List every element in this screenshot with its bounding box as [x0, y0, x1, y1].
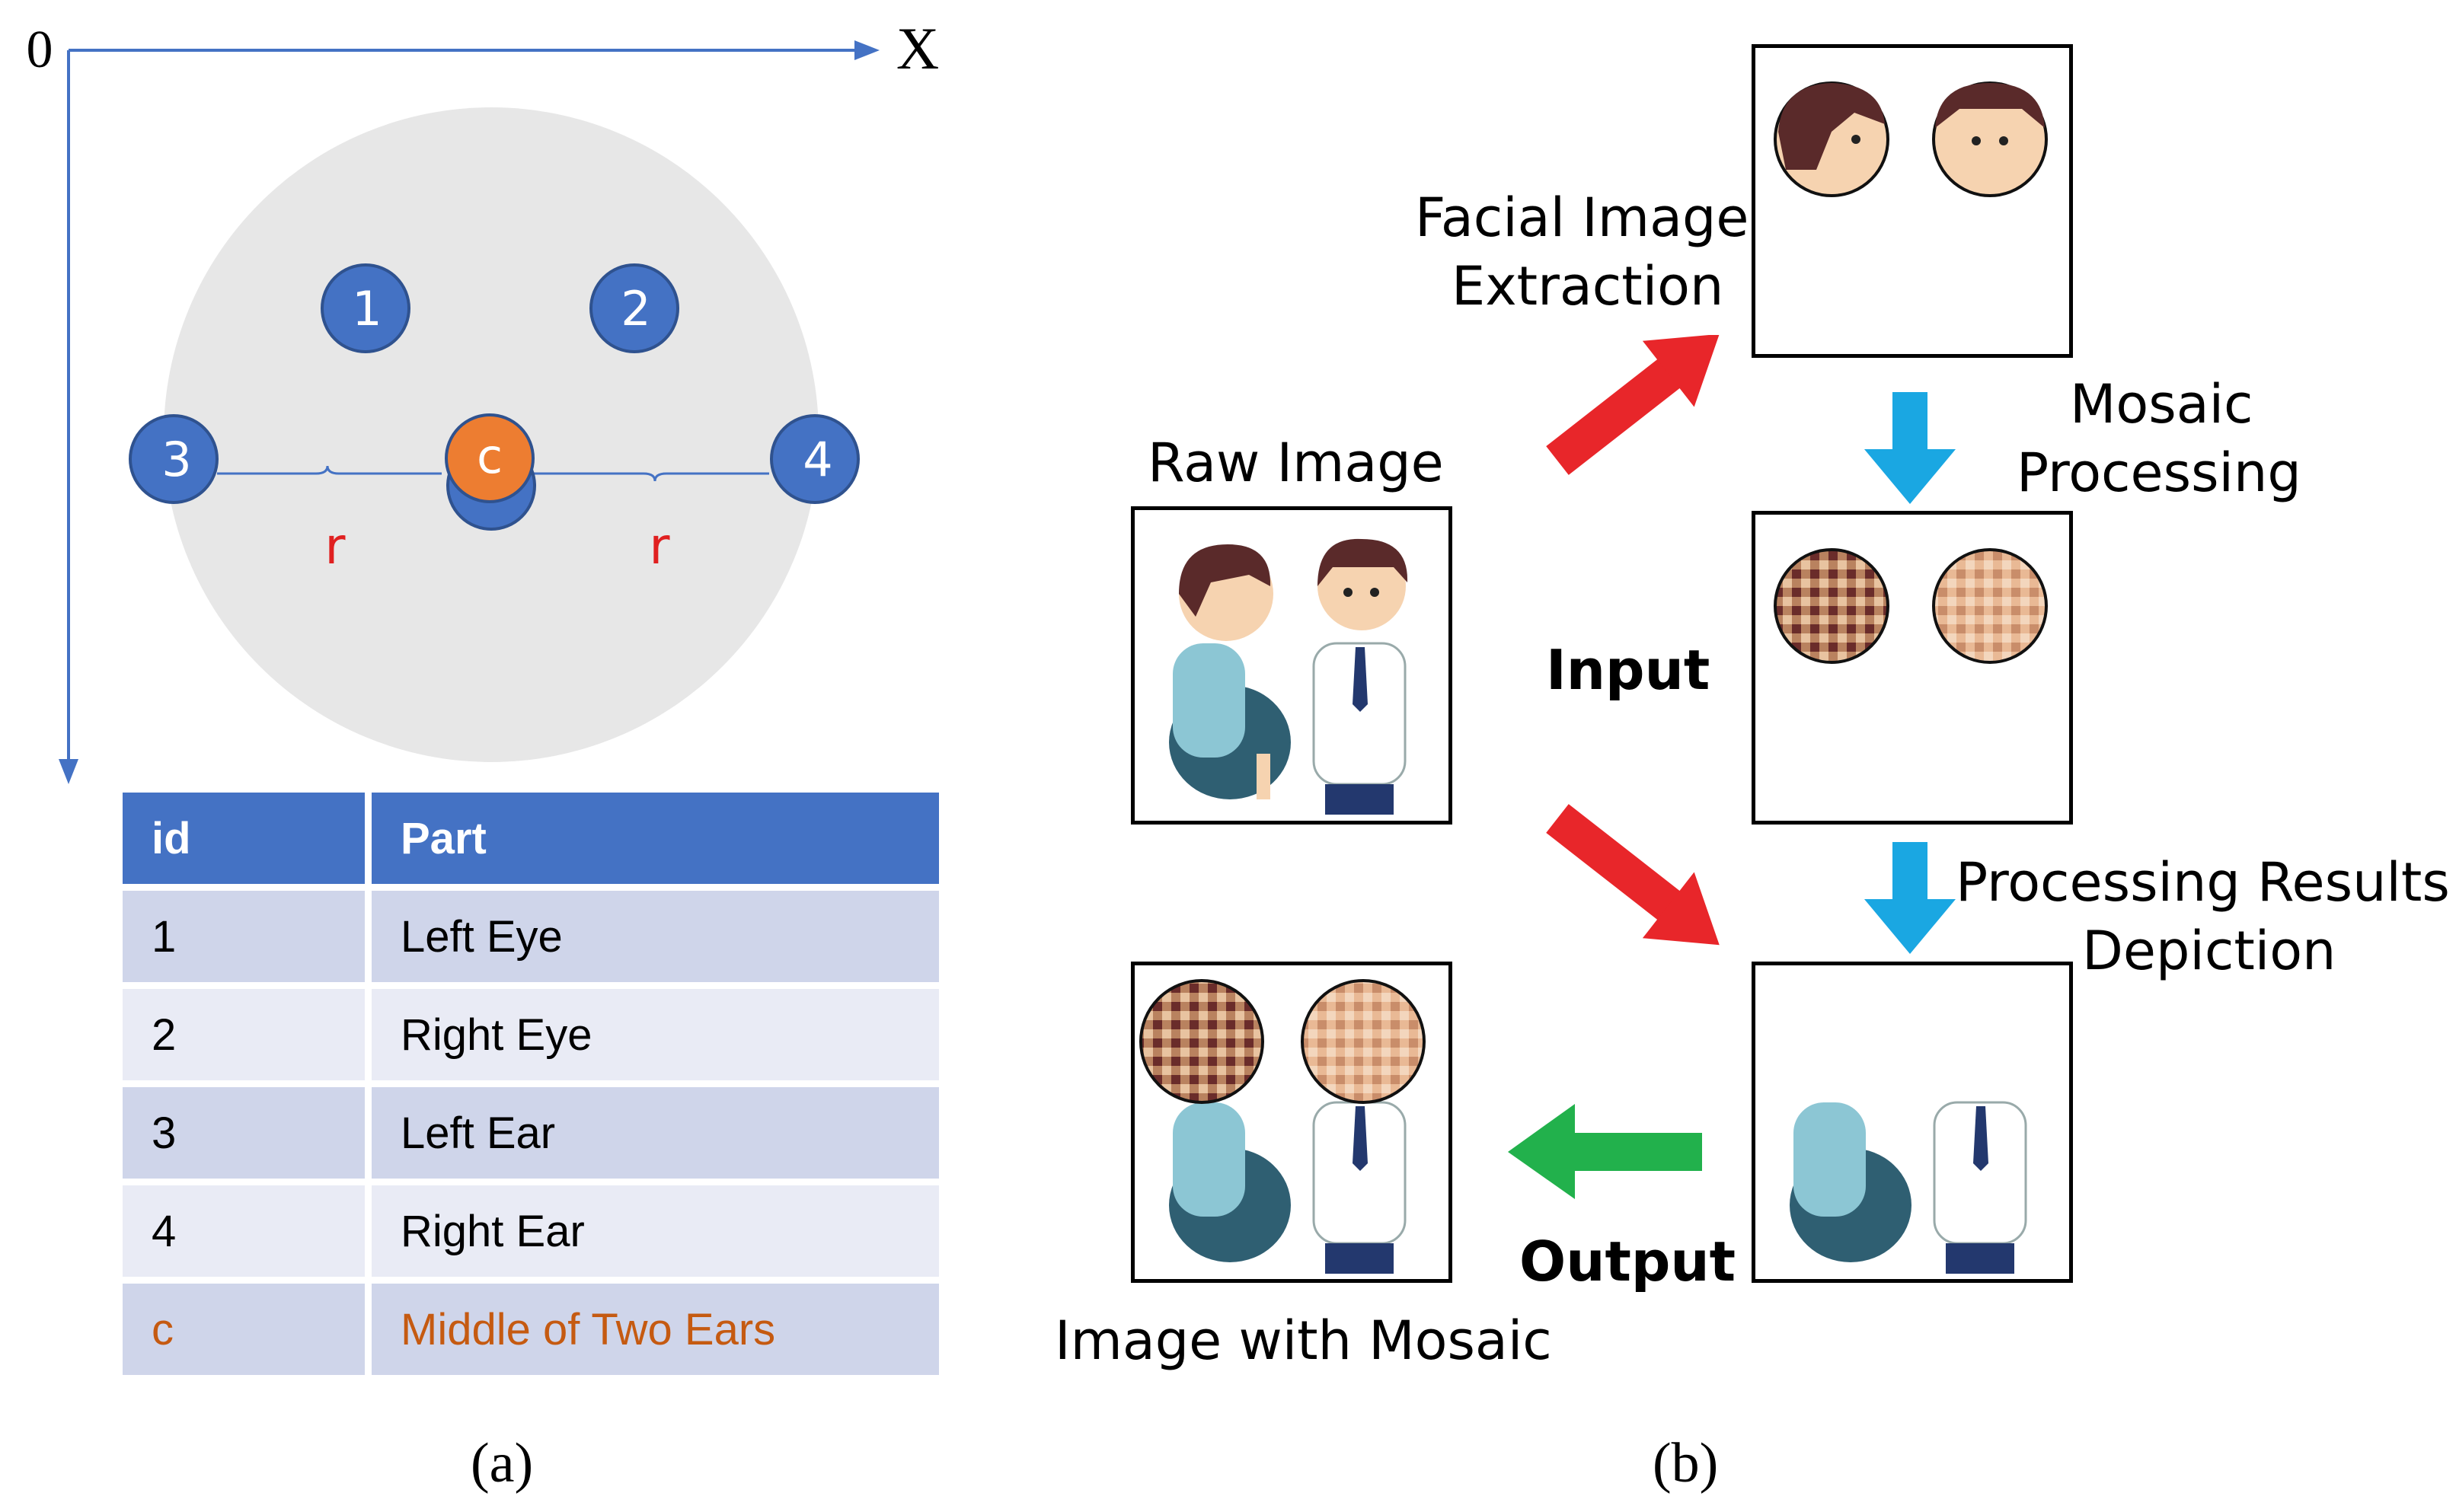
facial-extraction-box [1752, 44, 2073, 358]
radius-brace-right [533, 472, 769, 482]
mosaic-face-doctor [1932, 548, 2048, 664]
table-header-part: Part [372, 793, 939, 884]
point-c: c [445, 413, 535, 503]
coordinate-diagram: 0 X Y r r 1 2 3 c 4 [24, 15, 939, 792]
mosaic-result-box [1131, 962, 1452, 1283]
raw-image-illustration [1169, 538, 1408, 815]
raw-image-box [1131, 506, 1452, 825]
svg-text:4: 4 [803, 432, 832, 487]
svg-text:1: 1 [352, 281, 382, 337]
results-label-line2: Depiction [2082, 920, 2336, 982]
flow-arrows [1508, 335, 1956, 1199]
y-axis-arrowhead [59, 759, 78, 784]
results-label-line1: Processing Results [1956, 851, 2450, 914]
table-cell-id: c [123, 1284, 365, 1375]
facial-extraction-label-line1: Facial Image [1415, 187, 1749, 249]
axis-x-label: X [896, 15, 939, 81]
patient-figure [1169, 544, 1291, 799]
point-3: 3 [129, 414, 219, 504]
radius-brace-left [217, 465, 442, 475]
extracted-faces [1774, 81, 2048, 197]
svg-text:2: 2 [621, 281, 650, 337]
caption-b: (b) [1653, 1432, 1719, 1494]
radius-label-left: r [324, 517, 346, 576]
table-row: 1 Left Eye [123, 891, 939, 982]
x-axis-arrowhead [854, 40, 880, 60]
axis-origin-label: 0 [27, 21, 53, 79]
results-illustration [1790, 988, 2037, 1274]
cyan-arrow-mosaic-icon [1864, 392, 1956, 504]
mosaic-label-line1: Mosaic [2070, 373, 2253, 435]
table-cell-part: Right Ear [372, 1185, 939, 1277]
table-row: 4 Right Ear [123, 1185, 939, 1277]
face-patient-icon [1774, 81, 1889, 197]
table-cell-part: Left Eye [372, 891, 939, 982]
facial-extraction-label-line2: Extraction [1452, 255, 1724, 317]
mosaic-label-line2: Processing [2017, 442, 2301, 504]
caption-a: (a) [471, 1432, 534, 1494]
input-label: Input [1546, 638, 1710, 702]
green-arrow-output-icon [1508, 1104, 1702, 1199]
doctor-figure [1312, 538, 1408, 815]
face-doctor-icon [1932, 81, 2048, 197]
table-header-row: id Part [123, 793, 939, 884]
table-cell-part: Left Ear [372, 1087, 939, 1179]
red-arrow-down-icon [1546, 804, 1720, 946]
table-cell-id: 4 [123, 1185, 365, 1277]
red-arrow-up-icon [1546, 335, 1720, 475]
mosaic-result-illustration [1139, 979, 1426, 1274]
svg-text:3: 3 [161, 432, 191, 487]
mosaic-face-patient [1774, 548, 1889, 664]
table-cell-id: 2 [123, 989, 365, 1080]
table-row: c Middle of Two Ears [123, 1284, 939, 1375]
table-row: 2 Right Eye [123, 989, 939, 1080]
output-label: Output [1519, 1230, 1736, 1293]
cyan-arrow-results-icon [1864, 842, 1956, 954]
mosaic-faces [1774, 548, 2048, 664]
table-header-id: id [123, 793, 365, 884]
image-with-mosaic-label: Image with Mosaic [1055, 1309, 1552, 1372]
axis-y-label: Y [24, 779, 67, 792]
table-cell-part: Middle of Two Ears [372, 1284, 939, 1375]
mosaic-box [1752, 511, 2073, 825]
results-box [1752, 962, 2073, 1283]
point-4: 4 [770, 414, 860, 504]
table-cell-id: 1 [123, 891, 365, 982]
table-cell-id: 3 [123, 1087, 365, 1179]
radius-label-right: r [649, 517, 670, 576]
point-1: 1 [321, 263, 410, 353]
parts-table: id Part 1 Left Eye 2 Right Eye 3 Left Ea… [123, 793, 939, 1382]
table-row: 3 Left Ear [123, 1087, 939, 1179]
svg-text:c: c [477, 429, 503, 484]
point-2: 2 [589, 263, 679, 353]
table-cell-part: Right Eye [372, 989, 939, 1080]
raw-image-label: Raw Image [1148, 432, 1444, 494]
